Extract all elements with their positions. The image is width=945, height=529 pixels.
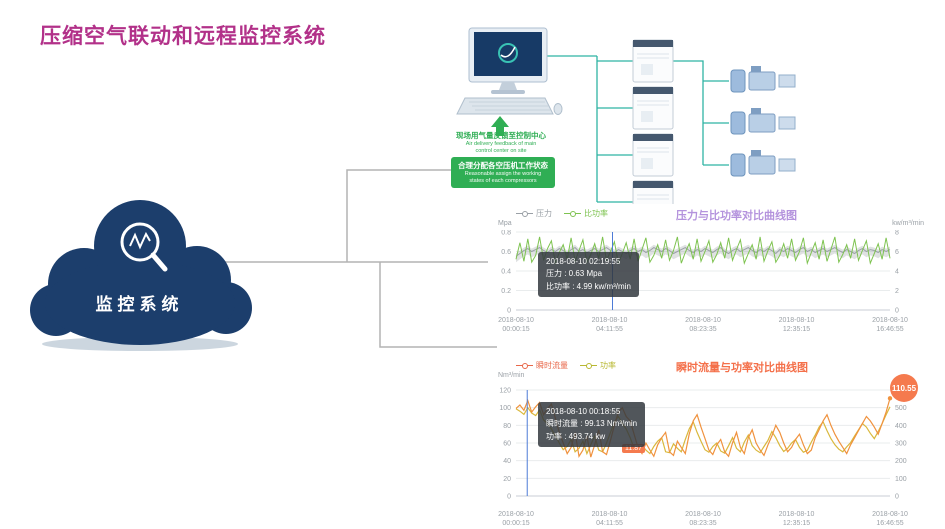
svg-text:120: 120 <box>499 388 511 395</box>
svg-text:20: 20 <box>503 476 511 483</box>
svg-text:0.2: 0.2 <box>501 288 511 295</box>
diagram-note-assign: 合理分配各空压机工作状态 Reasonable assign the worki… <box>451 157 555 189</box>
svg-text:8: 8 <box>895 230 899 237</box>
line-dot-marker-icon <box>516 362 533 369</box>
svg-text:0: 0 <box>507 308 511 315</box>
svg-text:0: 0 <box>895 308 899 315</box>
svg-text:60: 60 <box>503 441 511 448</box>
svg-text:6: 6 <box>895 249 899 256</box>
system-diagram: 现场用气量反馈至控制中心 Air delivery feedback of ma… <box>445 26 920 231</box>
flow-power-chart: 瞬时流量 功率 瞬时流量与功率对比曲线图 Nm³/min 0 0 20 100 40 20… <box>488 356 928 529</box>
compressor-cabinet <box>632 133 674 177</box>
svg-text:80: 80 <box>503 423 511 430</box>
line-dot-marker-icon <box>516 210 533 217</box>
control-center-computer <box>456 27 563 115</box>
chart1-legend: 压力 比功率 <box>516 208 608 219</box>
chart1-left-unit: Mpa <box>498 220 512 227</box>
cloud-shape <box>30 200 252 351</box>
up-arrow-icon <box>491 116 509 136</box>
max-value-badge: 110.55 <box>890 374 918 402</box>
cloud-label: 监控系统 <box>95 295 184 314</box>
legend-power[interactable]: 功率 <box>580 360 616 371</box>
chart2-left-unit: Nm³/min <box>498 372 525 379</box>
system-diagram-graphic <box>456 27 796 224</box>
chart2-title: 瞬时流量与功率对比曲线图 <box>676 362 808 374</box>
svg-text:2: 2 <box>895 288 899 295</box>
chart1-plot[interactable]: 0 0 0.2 2 0.4 4 0.6 6 0.8 8 <box>488 230 928 318</box>
svg-text:0: 0 <box>507 494 511 501</box>
legend-flow[interactable]: 瞬时流量 <box>516 360 568 371</box>
diagram-note-feedback: 现场用气量反馈至控制中心 Air delivery feedback of ma… <box>456 131 546 155</box>
chart2-legend: 瞬时流量 功率 <box>516 360 616 371</box>
line-dot-marker-icon <box>564 210 581 217</box>
svg-text:300: 300 <box>895 441 907 448</box>
svg-text:500: 500 <box>895 405 907 412</box>
svg-text:0.6: 0.6 <box>501 249 511 256</box>
legend-specific-power[interactable]: 比功率 <box>564 208 608 219</box>
point-value-label: 11.87 <box>622 444 645 453</box>
magnifier-icon <box>120 222 168 272</box>
svg-text:4: 4 <box>895 269 899 276</box>
svg-text:0.8: 0.8 <box>501 230 511 237</box>
chart2-plot[interactable]: 0020100402006030080400100500120600 <box>488 386 928 502</box>
machine-group <box>730 150 796 177</box>
network-lines <box>547 55 729 203</box>
compressor-cabinets <box>632 39 674 224</box>
svg-text:400: 400 <box>895 423 907 430</box>
compressor-cabinet <box>632 86 674 130</box>
svg-text:200: 200 <box>895 458 907 465</box>
line-dot-marker-icon <box>580 362 597 369</box>
svg-text:0: 0 <box>895 494 899 501</box>
svg-text:40: 40 <box>503 458 511 465</box>
svg-text:100: 100 <box>499 405 511 412</box>
compressor-cabinet <box>632 39 674 83</box>
legend-pressure[interactable]: 压力 <box>516 208 552 219</box>
screen-logo-icon <box>498 43 518 63</box>
field-machines <box>730 66 796 177</box>
machine-group <box>730 108 796 135</box>
machine-group <box>730 66 796 93</box>
chart1-right-unit: kw/m³/min <box>892 220 924 227</box>
cloud-body <box>30 200 252 345</box>
mouse <box>553 103 563 115</box>
monitoring-cloud: 监控系统 <box>22 188 257 356</box>
chart1-title: 压力与比功率对比曲线图 <box>676 210 797 222</box>
svg-text:100: 100 <box>895 476 907 483</box>
svg-text:0.4: 0.4 <box>501 269 511 276</box>
page-title: 压缩空气联动和远程监控系统 <box>40 25 326 48</box>
